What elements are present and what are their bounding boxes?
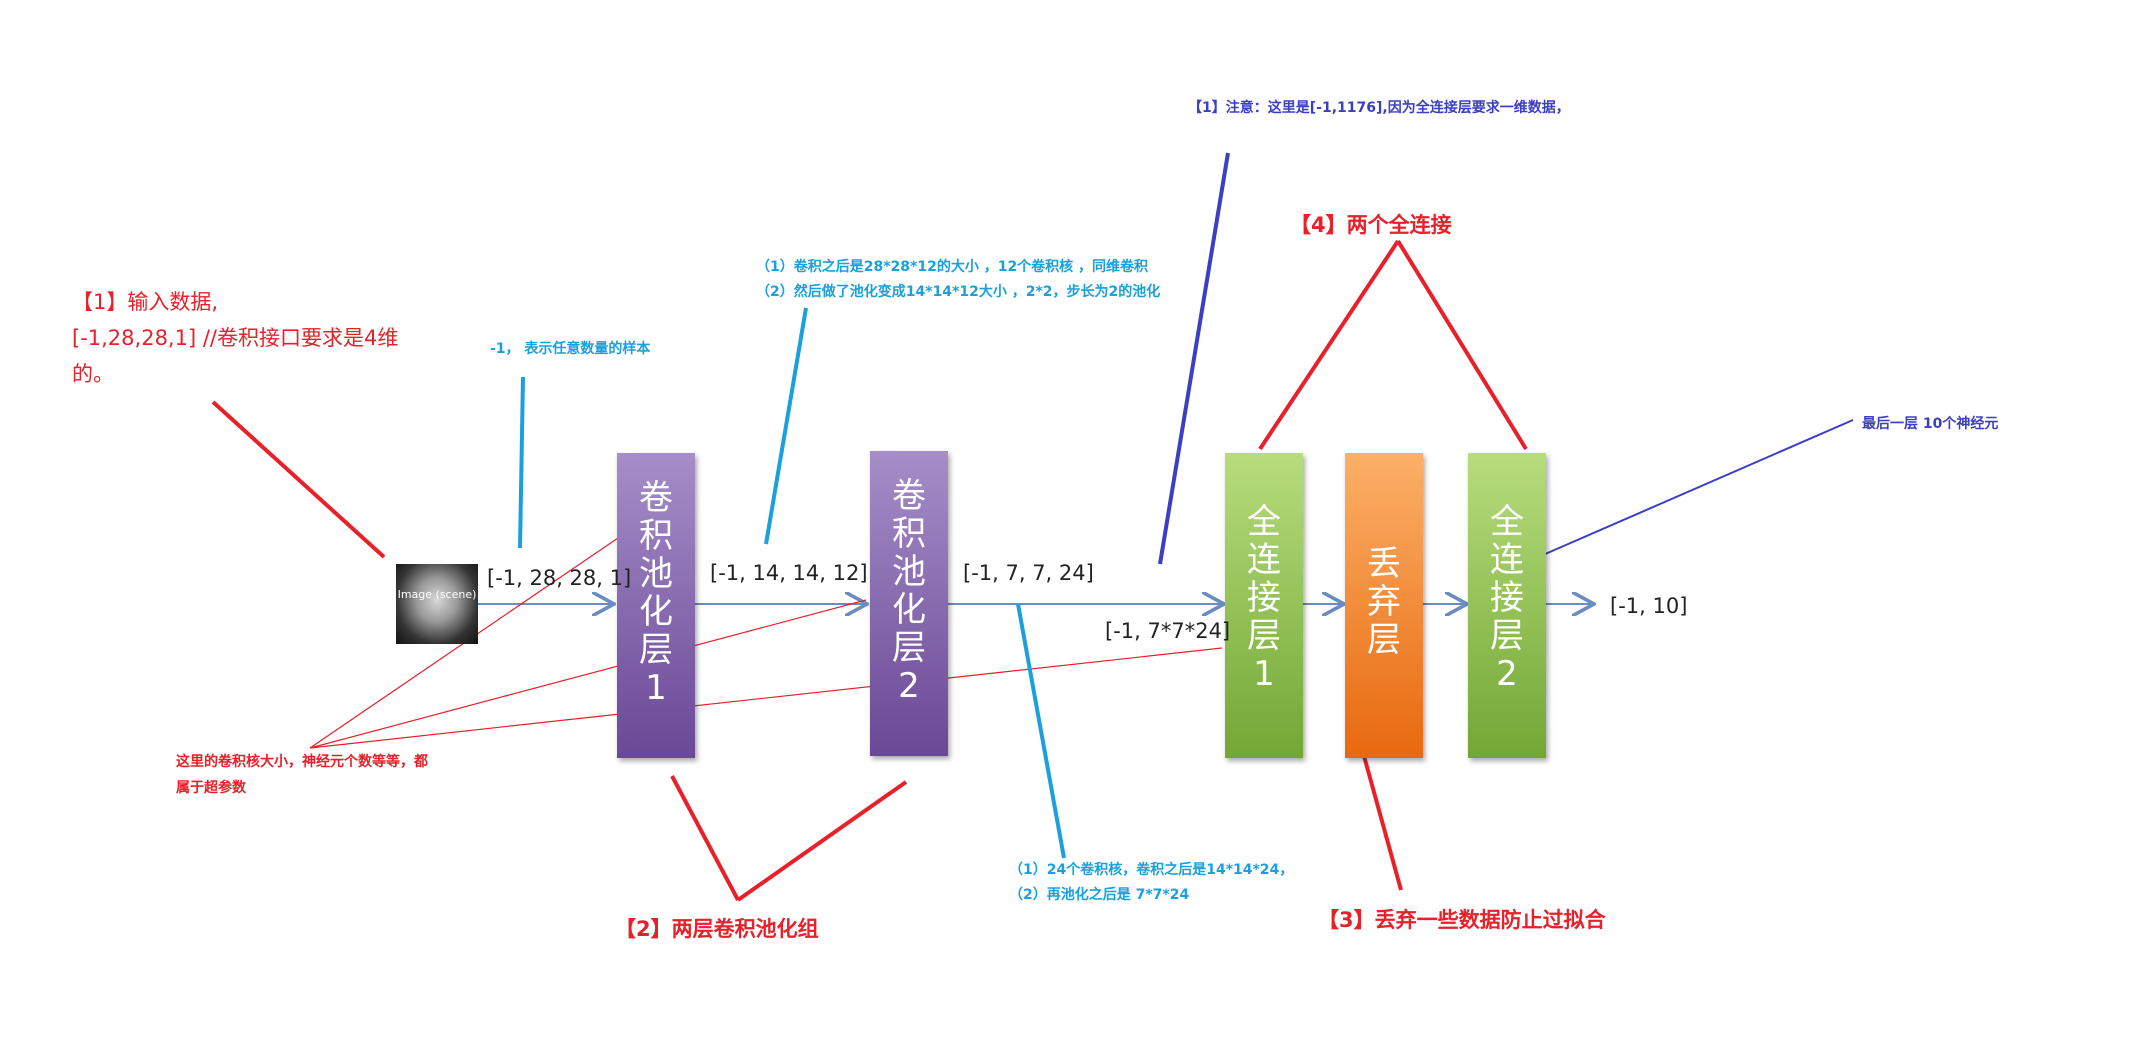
flatten-note: 【1】注意：这里是[-1,1176],因为全连接层要求一维数据， [1188,100,1570,116]
fully-connected-layer-2-label: 全 连 接 层 2 [1490,502,1524,694]
last-layer-pointer-line [1535,419,1854,559]
input-note-line1: 【1】输入数据, [72,290,219,314]
input-note-line2: [-1,28,28,1] //卷积接口要求是4维 [72,326,399,350]
fc-pointer-right [1396,239,1528,451]
fully-connected-layer-2: 全 连 接 层 2 [1468,453,1546,758]
hyperparameter-note-line1: 这里的卷积核大小，神经元个数等等，都 [176,754,428,770]
shape-label-after-conv2: [-1, 7, 7, 24] [963,561,1094,585]
fc-pointer-left [1258,239,1400,451]
conv-pool-layer-2-label: 卷 积 池 化 层 2 [892,476,926,706]
conv-group-title: 【2】两层卷积池化组 [615,917,819,941]
dropout-layer-label: 丢 弃 层 [1367,544,1401,660]
conv2-note-line2: （2）再池化之后是 7*7*24 [1009,887,1190,903]
conv2-note-line1: （1）24个卷积核，卷积之后是14*14*24， [1009,862,1294,878]
hyperparameter-note-line2: 属于超参数 [176,780,246,796]
hyper-line-fc1 [309,647,1223,749]
conv-pool-layer-1: 卷 积 池 化 层 1 [617,453,695,758]
minus-one-note: -1， 表示任意数量的样本 [490,341,651,357]
conv2-note-pointer-line [1016,603,1066,859]
shape-label-output: [-1, 10] [1610,594,1688,618]
conv-group-pointer-left [670,775,740,901]
hyper-line-conv2 [309,599,867,749]
input-pointer-line [211,400,386,559]
fc-title: 【4】两个全连接 [1290,213,1452,237]
dropout-layer: 丢 弃 层 [1345,453,1423,758]
shape-label-flatten: [-1, 7*7*24] [1105,619,1231,643]
input-image-placeholder: Image (scene) [397,588,477,601]
shape-label-after-conv1: [-1, 14, 14, 12] [710,561,868,585]
fully-connected-layer-1-label: 全 连 接 层 1 [1247,502,1281,694]
conv-pool-layer-2: 卷 积 池 化 层 2 [870,451,948,756]
input-image: Image (scene) [396,564,478,644]
conv1-note-line2: （2）然后做了池化变成14*14*12大小 ，2*2，步长为2的池化 [756,284,1161,300]
dropout-pointer-line [1362,755,1403,891]
conv-group-pointer-right [736,780,908,902]
conv1-note-line1: （1）卷积之后是28*28*12的大小 ，12个卷积核 ，同维卷积 [756,259,1149,275]
last-layer-note: 最后一层 10个神经元 [1862,416,1999,432]
dropout-note: 【3】丢弃一些数据防止过拟合 [1318,908,1606,932]
fully-connected-layer-1: 全 连 接 层 1 [1225,453,1303,758]
flatten-note-pointer-line [1158,152,1230,565]
conv1-note-pointer-line [764,307,808,545]
input-note-line3: 的。 [72,362,114,386]
shape-label-input: [-1, 28, 28, 1] [487,566,632,590]
minus-one-pointer-line [518,376,525,549]
conv-pool-layer-1-label: 卷 积 池 化 层 1 [639,478,673,708]
